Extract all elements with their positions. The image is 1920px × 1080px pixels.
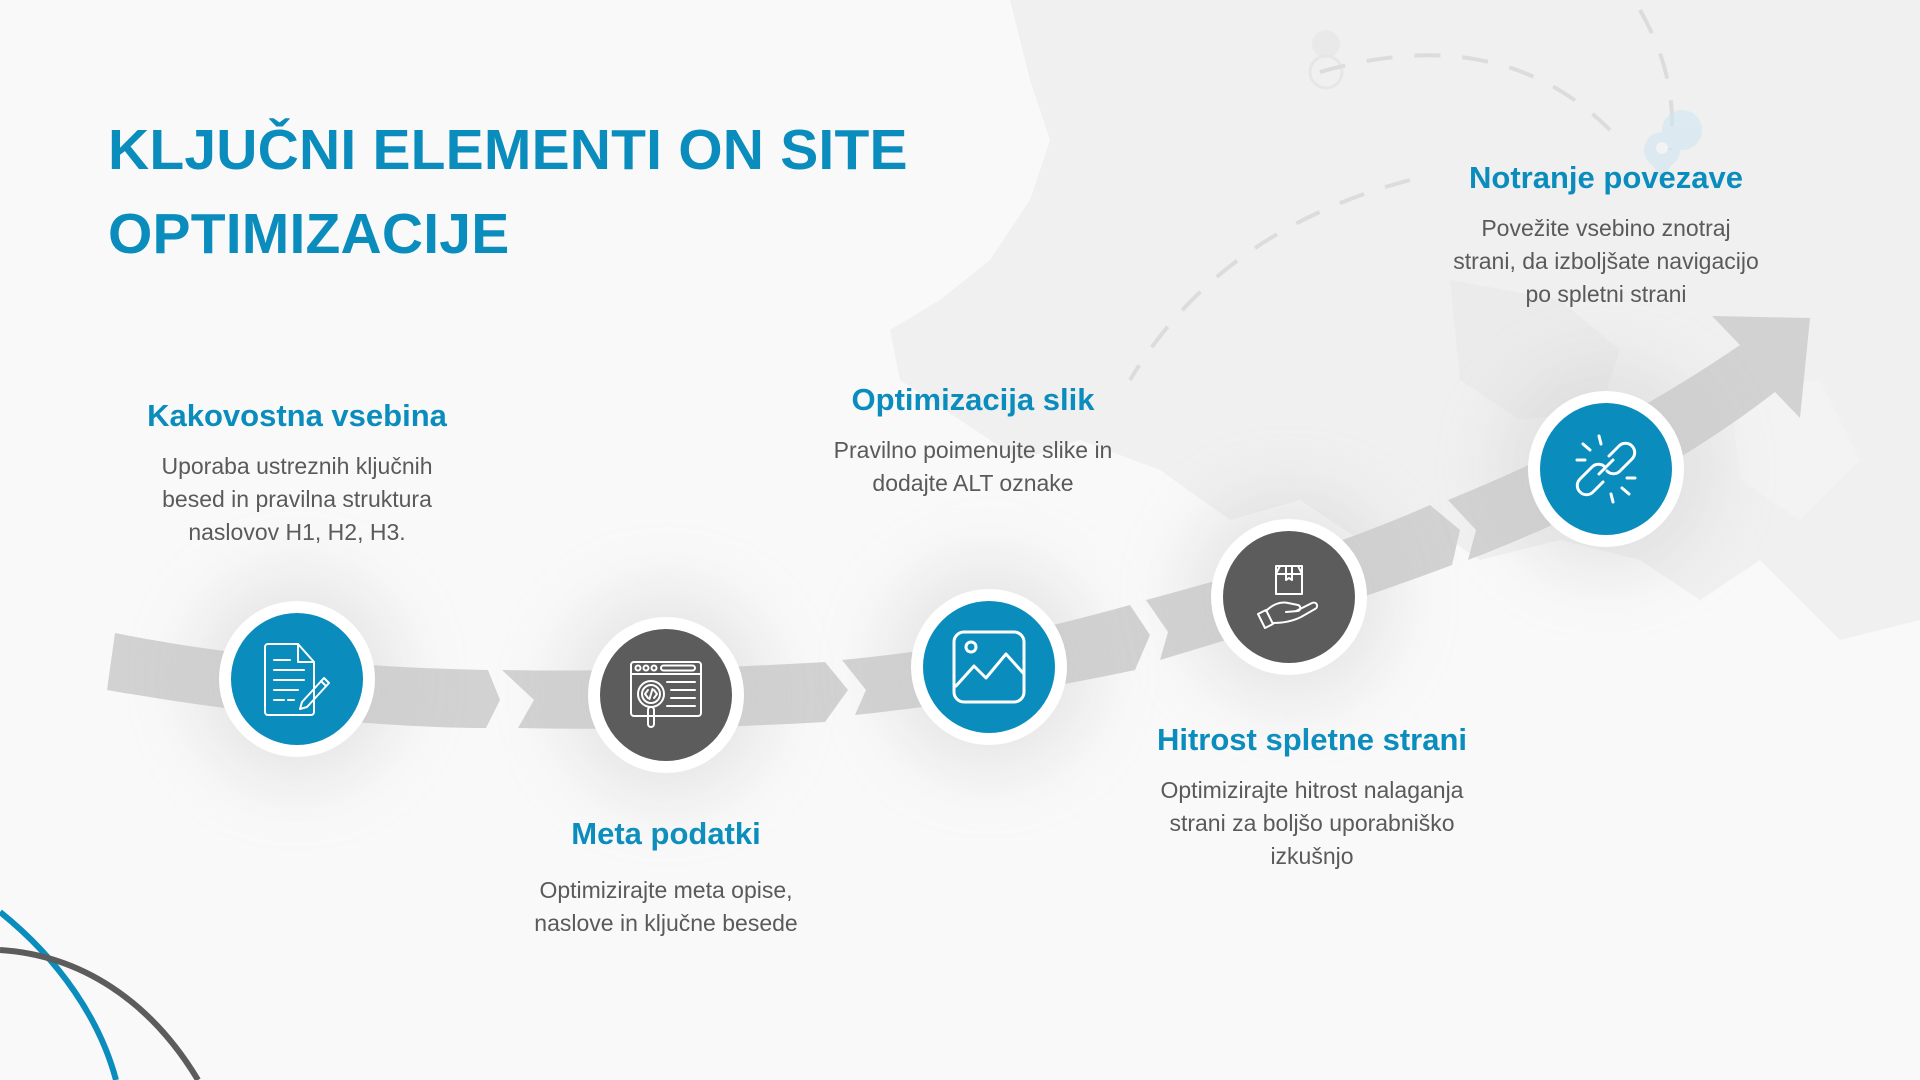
step-optimizacija-slik: Optimizacija slik Pravilno poimenujte sl…: [834, 382, 1113, 500]
description-line: naslove in ključne besede: [534, 910, 798, 936]
document-edit-icon: [264, 643, 330, 716]
circle-gray: [1223, 531, 1355, 663]
step-node-4: [1211, 519, 1367, 675]
description-line: naslovov H1, H2, H3.: [188, 519, 406, 545]
description-line: Povežite vsebino znotraj: [1481, 215, 1731, 241]
description-line: izkušnjo: [1270, 843, 1354, 869]
title-line-1: KLJUČNI ELEMENTI ON SITE: [108, 118, 908, 182]
description-line: dodajte ALT oznake: [872, 470, 1074, 496]
step-kakovostna-vsebina: Kakovostna vsebina Uporaba ustreznih klj…: [147, 398, 447, 549]
decorative-arcs: [0, 909, 201, 1080]
step-heading: Kakovostna vsebina: [147, 398, 447, 433]
step-description: Uporaba ustreznih ključnih besed in prav…: [147, 450, 447, 549]
circle-blue: [231, 613, 363, 745]
step-node-1: [219, 601, 375, 757]
step-meta-podatki: Meta podatki Optimizirajte meta opise, n…: [534, 816, 797, 940]
description-line: Optimizirajte meta opise,: [539, 877, 793, 903]
step-description: Optimizirajte meta opise, naslove in klj…: [534, 874, 797, 940]
description-line: besed in pravilna struktura: [162, 486, 432, 512]
step-description: Pravilno poimenujte slike in dodajte ALT…: [834, 434, 1113, 500]
step-heading: Meta podatki: [571, 816, 761, 851]
step-heading: Hitrost spletne strani: [1156, 722, 1468, 757]
description-line: strani za boljšo uporabniško: [1169, 810, 1455, 836]
description-line: Pravilno poimenujte slike in: [833, 437, 1113, 463]
broken-link-icon: [1575, 434, 1637, 504]
step-notranje-povezave: Notranje povezave Povežite vsebino znotr…: [1453, 160, 1759, 311]
hand-package-delivery-icon: [1257, 565, 1319, 629]
step-node-2: [588, 617, 744, 773]
web-code-search-icon: [630, 661, 702, 728]
description-line: po spletni strani: [1525, 281, 1687, 307]
circle-gray: [600, 629, 732, 761]
title-line-2: OPTIMIZACIJE: [108, 202, 510, 266]
image-icon: [952, 630, 1026, 704]
description-line: Uporaba ustreznih ključnih: [161, 453, 433, 479]
step-description: Optimizirajte hitrost nalaganja strani z…: [1157, 774, 1467, 873]
circle-blue: [1540, 403, 1672, 535]
step-heading: Notranje povezave: [1469, 160, 1743, 195]
description-line: Optimizirajte hitrost nalaganja: [1160, 777, 1464, 803]
description-line: strani, da izboljšate navigacijo: [1453, 248, 1759, 274]
step-hitrost-spletne-strani: Hitrost spletne strani Optimizirajte hit…: [1157, 722, 1467, 873]
step-node-5: [1528, 391, 1684, 547]
location-pin-icon: [1308, 30, 1703, 180]
step-description: Povežite vsebino znotraj strani, da izbo…: [1453, 212, 1759, 311]
page-title: KLJUČNI ELEMENTI ON SITE OPTIMIZACIJE: [108, 108, 908, 276]
dashed-route-lines: [1128, 9, 1674, 382]
step-node-3: [911, 589, 1067, 745]
circle-blue: [923, 601, 1055, 733]
step-heading: Optimizacija slik: [851, 382, 1095, 417]
